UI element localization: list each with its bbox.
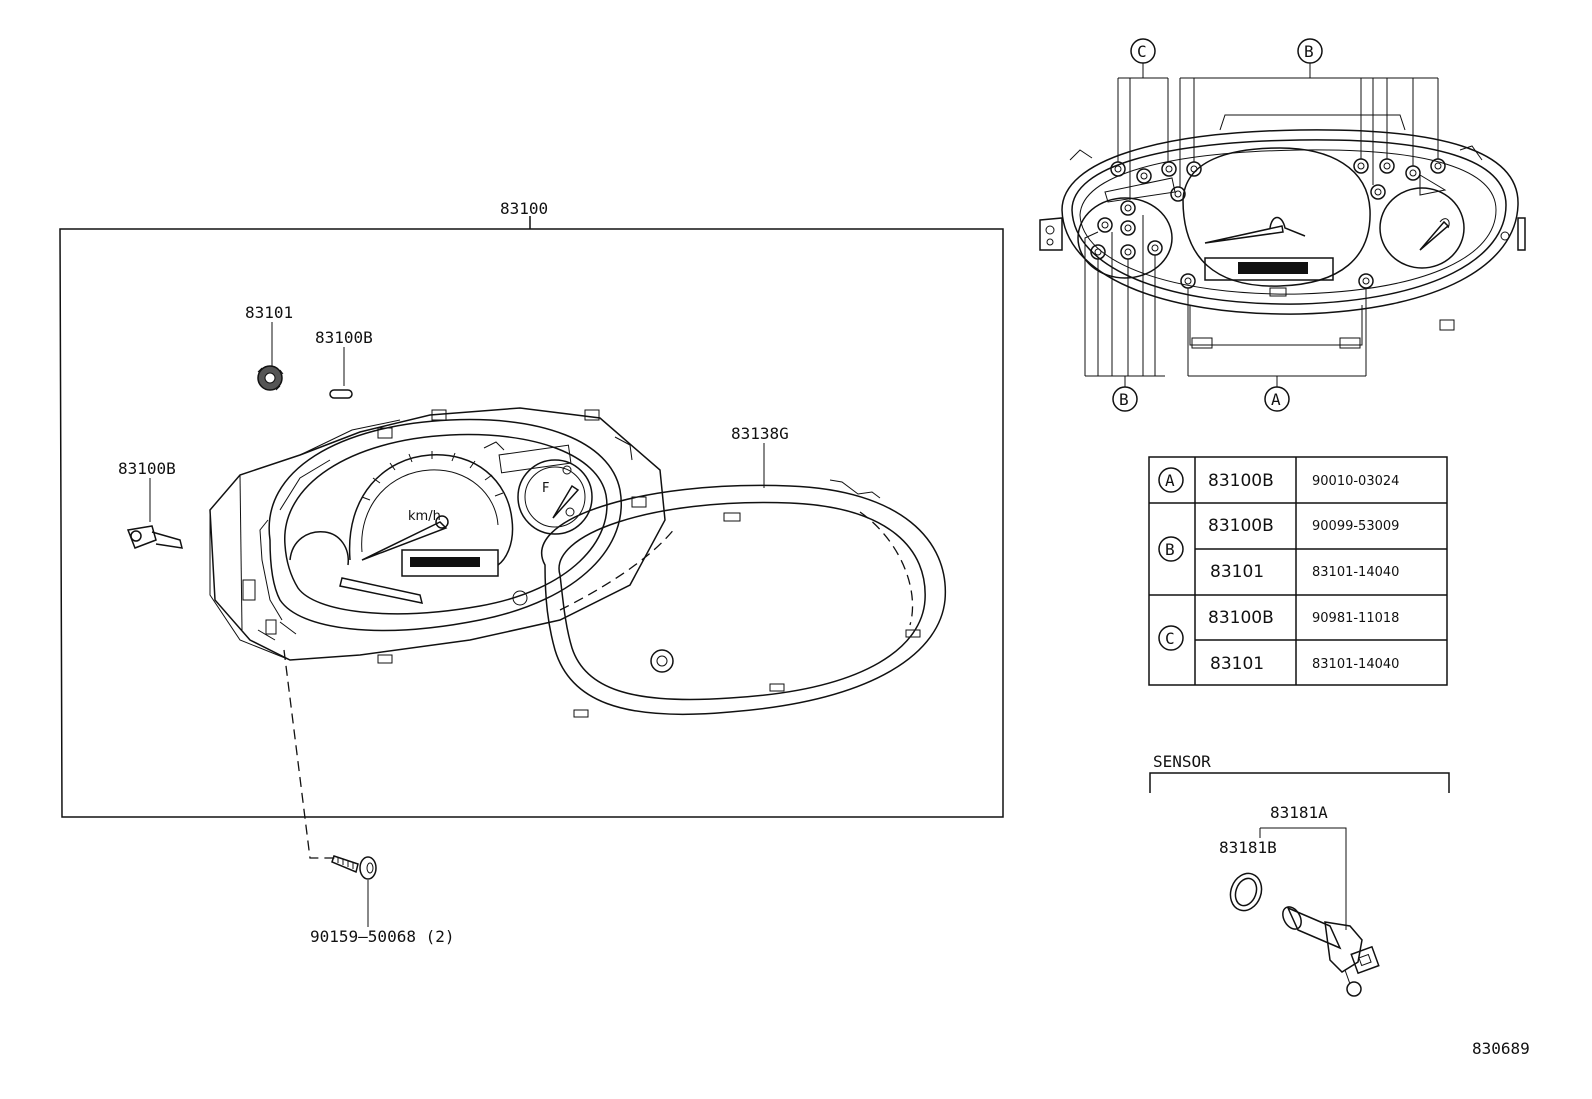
sensor-part-a-label: 83181A	[1270, 803, 1328, 822]
table-row-c: C 83100B 90981-11018 83101 83101-14040	[1158, 608, 1399, 674]
svg-text:F: F	[542, 481, 549, 496]
sensor-part-b-label: 83181B	[1219, 838, 1277, 857]
screw-label: 90159–50068 (2)	[310, 927, 455, 946]
svg-text:km/h: km/h	[408, 509, 441, 524]
table-row-b: B 83100B 90099-53009 83101 83101-14040	[1158, 516, 1399, 582]
table-group-a: A	[1165, 471, 1175, 490]
callout-c-letter: C	[1137, 42, 1147, 61]
locator-leader-c: C	[1117, 38, 1169, 200]
locator-gauges	[1077, 147, 1465, 287]
lens-button-icon	[650, 649, 674, 673]
lens-label: 83138G	[731, 424, 789, 443]
table-ref: 83100B	[1208, 471, 1274, 491]
table-ref: 83101	[1210, 562, 1264, 582]
callout-b-bottom-letter: B	[1119, 390, 1129, 409]
tachometer-small	[289, 531, 349, 566]
odometer-display	[401, 549, 499, 577]
wedge-bulb-icon	[329, 389, 353, 399]
bulb-reference-table: A 83100B 90010-03024 B 83100B 90099-5300…	[1148, 456, 1448, 686]
callout-a-letter: A	[1271, 390, 1281, 409]
table-part-number: 83101-14040	[1312, 657, 1399, 672]
speed-sensor-icon	[1282, 906, 1380, 997]
lens-outline	[541, 484, 947, 716]
screw-icon	[331, 855, 377, 880]
table-part-number: 90010-03024	[1312, 474, 1399, 489]
table-ref: 83101	[1210, 654, 1264, 674]
assembly-frame	[59, 228, 1004, 818]
lens-83138g: 83138G	[512, 424, 947, 718]
locator-leader-b-top: B	[1179, 38, 1439, 187]
bulb-socket-icon	[257, 365, 284, 391]
locator-meter-outline	[1039, 114, 1526, 349]
table-part-number: 83101-14040	[1312, 565, 1399, 580]
speedometer-gauge: km/h	[348, 451, 514, 566]
sensor-section: SENSOR 83181A 83181B	[1149, 752, 1450, 997]
locator-leader-b-bottom: B	[1084, 215, 1165, 412]
assembly-83100: 83100	[59, 199, 1004, 818]
table-group-c: C	[1165, 629, 1175, 648]
table-row-a: A 83100B 90010-03024	[1158, 467, 1399, 493]
o-ring-icon	[1229, 872, 1263, 912]
assembly-part-number: 83100	[500, 199, 548, 218]
table-group-b: B	[1165, 540, 1175, 559]
table-part-number: 90099-53009	[1312, 519, 1399, 534]
table-part-number: 90981-11018	[1312, 611, 1399, 626]
bulb-socket-label: 83101	[245, 303, 293, 322]
diagram-id: 830689	[1472, 1039, 1530, 1058]
fuel-gauge: F	[517, 459, 593, 535]
meter-cluster-drawing: km/h F	[209, 407, 666, 664]
bulb-socket-83101: 83101	[245, 303, 293, 391]
locator-bulb-positions	[1090, 158, 1446, 289]
callout-b-top-letter: B	[1304, 42, 1314, 61]
bulb-83100b-top: 83100B	[315, 328, 373, 399]
bulb-top-label: 83100B	[315, 328, 373, 347]
bulb-holder-icon	[126, 525, 184, 549]
bulb-locator-view: C B B A	[1039, 38, 1526, 412]
trip-reset-knob	[339, 577, 424, 604]
bulb-left-label: 83100B	[118, 459, 176, 478]
sensor-heading: SENSOR	[1153, 752, 1211, 771]
table-ref: 83100B	[1208, 516, 1274, 536]
table-ref: 83100B	[1208, 608, 1274, 628]
locator-leader-a: A	[1187, 288, 1367, 412]
lens-clip-icons	[512, 479, 921, 718]
screw-90159-50068: 90159–50068 (2)	[283, 649, 455, 946]
bulb-83100b-left: 83100B	[118, 459, 184, 549]
